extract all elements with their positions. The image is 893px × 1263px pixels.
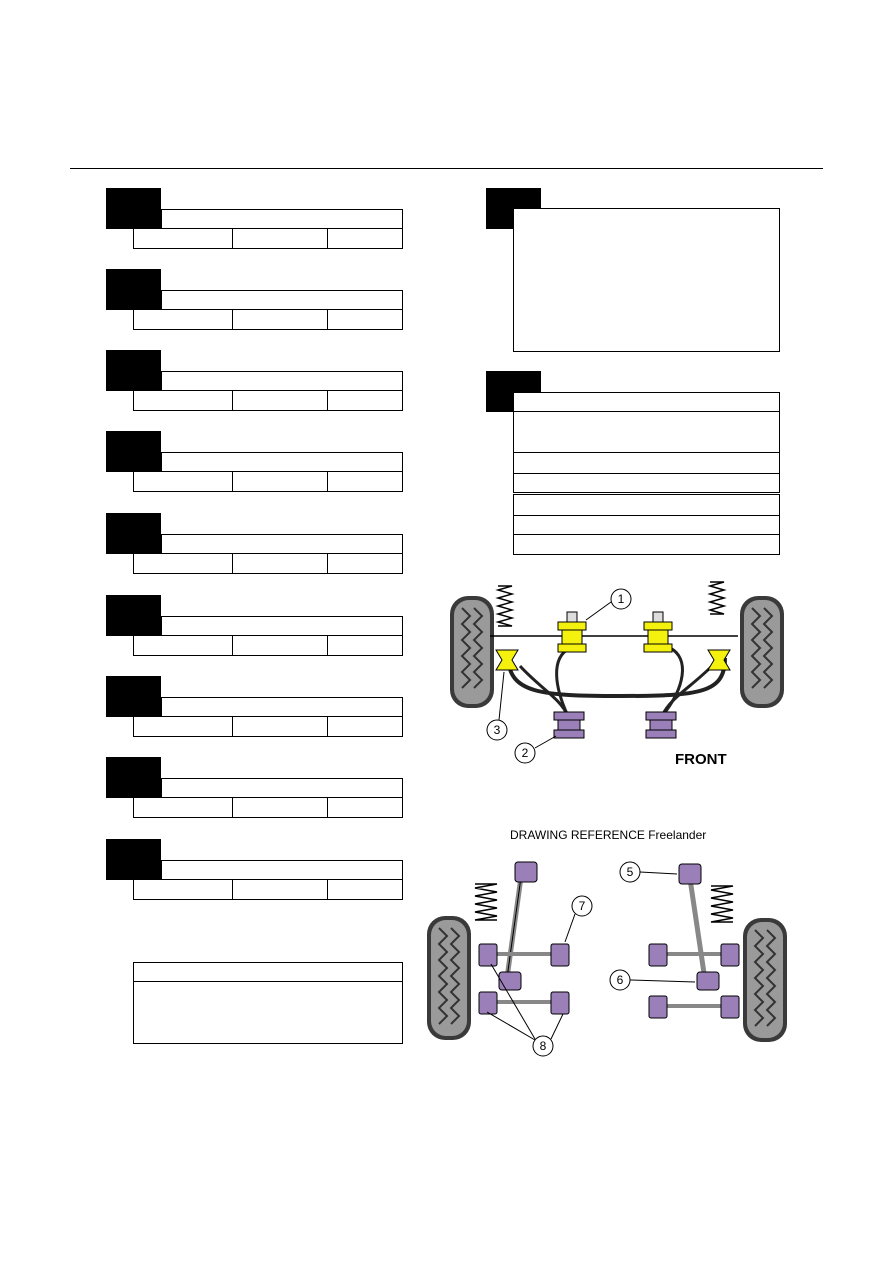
table-cell [233,717,328,736]
part-detail-row [133,716,403,737]
part-detail-row [133,879,403,900]
svg-text:5: 5 [627,865,634,879]
part-detail-row [133,471,403,492]
front-suspension-drawing: 1 3 2 FRONT [450,581,784,768]
table-cell [233,310,328,329]
table-cell [328,636,402,655]
coil-spring-icon [474,883,498,921]
table-cell [328,229,402,248]
part-number-block [106,595,161,636]
table-cell [328,798,402,817]
callout-1: 1 [585,588,632,621]
coil-spring-icon [710,885,734,923]
part-number-block [106,513,161,554]
callout-6: 6 [609,969,696,991]
callout-8: 8 [486,963,564,1057]
table-cell [134,310,234,329]
part-description-row [161,534,403,554]
part-description-row [161,452,403,472]
part-number-block [106,350,161,391]
info-row [513,411,780,453]
table-cell [134,472,234,491]
drawing-reference-title: DRAWING REFERENCE Freelander [510,828,707,842]
table-cell [233,472,328,491]
rear-suspension-drawing: 5 7 6 8 [427,861,787,1057]
table-cell [134,229,234,248]
table-cell [328,310,402,329]
svg-text:8: 8 [540,1039,547,1053]
part-number-block [106,188,161,229]
callout-2: 2 [514,735,557,764]
table-cell [134,554,234,573]
bush-icon [553,711,585,739]
info-box [513,208,780,352]
bush-icon [707,649,731,671]
bush-icon [643,611,673,653]
coil-spring-icon [707,581,727,615]
table-cell [233,636,328,655]
info-header-row [513,392,780,412]
info-row [513,494,780,516]
info-row [513,473,780,493]
table-cell [233,229,328,248]
table-cell [134,636,234,655]
table-cell [134,798,234,817]
table-cell [233,798,328,817]
anti-roll-bar-icon [506,657,727,699]
bush-icon [645,711,677,739]
part-description-row [161,290,403,310]
table-cell [328,391,402,410]
svg-text:7: 7 [579,899,586,913]
notes-box [133,981,403,1044]
coil-spring-icon [495,585,515,627]
part-description-row [161,697,403,717]
part-description-row [161,616,403,636]
part-detail-row [133,553,403,574]
part-number-block [106,431,161,472]
info-row [513,534,780,555]
part-number-block [106,757,161,798]
part-detail-row [133,309,403,330]
part-number-block [106,676,161,717]
table-cell [134,717,234,736]
table-cell [328,717,402,736]
svg-text:3: 3 [494,723,501,737]
callout-7: 7 [564,895,593,943]
info-row [513,452,780,474]
tyre-icon [743,918,787,1042]
table-cell [233,554,328,573]
table-cell [134,880,234,899]
part-number-block [106,269,161,310]
table-cell [328,554,402,573]
bush-icon [557,611,587,653]
tyre-icon [450,596,494,708]
part-detail-row [133,635,403,656]
part-detail-row [133,797,403,818]
part-detail-row [133,228,403,249]
part-number-block [106,839,161,880]
tyre-icon [740,596,784,708]
table-cell [233,880,328,899]
table-cell [134,391,234,410]
svg-text:2: 2 [522,746,529,760]
table-cell [233,391,328,410]
tyre-icon [427,916,471,1040]
notes-header [133,962,403,982]
callout-3: 3 [486,671,508,741]
svg-text:1: 1 [618,592,625,606]
front-label: FRONT [675,751,727,768]
table-cell [328,880,402,899]
part-description-row [161,778,403,798]
part-description-row [161,371,403,391]
bush-icon [495,649,519,671]
info-row [513,515,780,535]
callout-5: 5 [619,861,678,883]
svg-text:6: 6 [617,973,624,987]
part-description-row [161,209,403,229]
part-detail-row [133,390,403,411]
header-rule [70,168,823,169]
table-cell [328,472,402,491]
part-description-row [161,860,403,880]
